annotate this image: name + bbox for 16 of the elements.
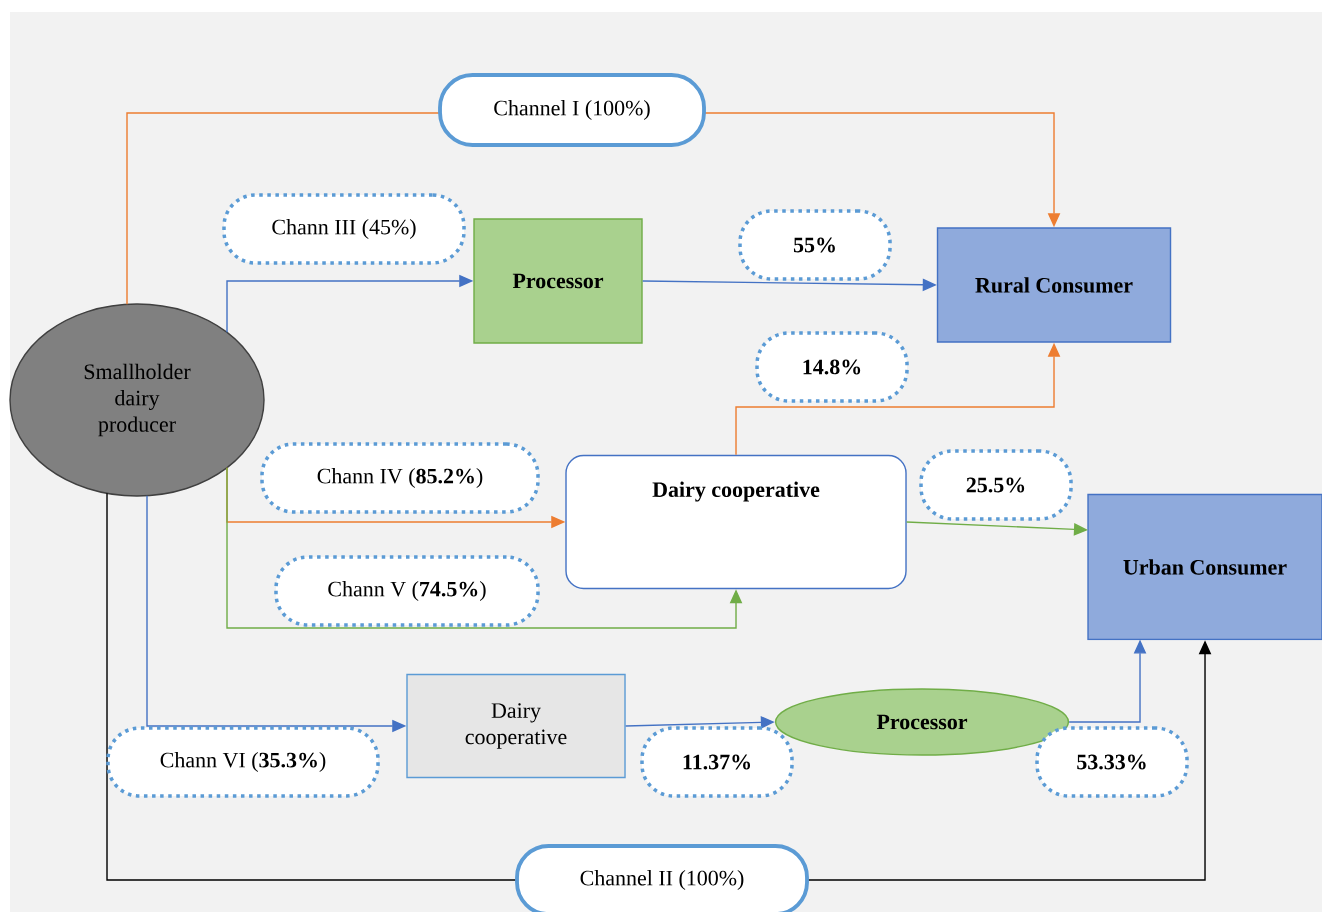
edge-label: 53.33% bbox=[1035, 726, 1189, 798]
consumer-box: Urban Consumer bbox=[1087, 493, 1322, 641]
edge-label: 11.37% bbox=[640, 726, 794, 798]
cooperative-box: Dairy cooperative bbox=[406, 673, 626, 779]
edge-label: Chann III (45%) bbox=[222, 193, 466, 265]
edge-label: 25.5% bbox=[919, 449, 1073, 521]
edge-label: Chann V (74.5%) bbox=[274, 555, 540, 627]
processor-box: Processor bbox=[473, 218, 643, 344]
edge-label: Channel I (100%) bbox=[438, 73, 706, 147]
edge-label: Channel II (100%) bbox=[515, 844, 809, 912]
edge-label: 55% bbox=[738, 209, 892, 281]
edge-label: 14.8% bbox=[755, 331, 909, 403]
edge-label: Chann IV (85.2%) bbox=[260, 442, 540, 514]
edge-label: Chann VI (35.3%) bbox=[106, 726, 380, 798]
cooperative-box: Dairy cooperative bbox=[565, 454, 907, 590]
consumer-box: Rural Consumer bbox=[936, 227, 1172, 343]
